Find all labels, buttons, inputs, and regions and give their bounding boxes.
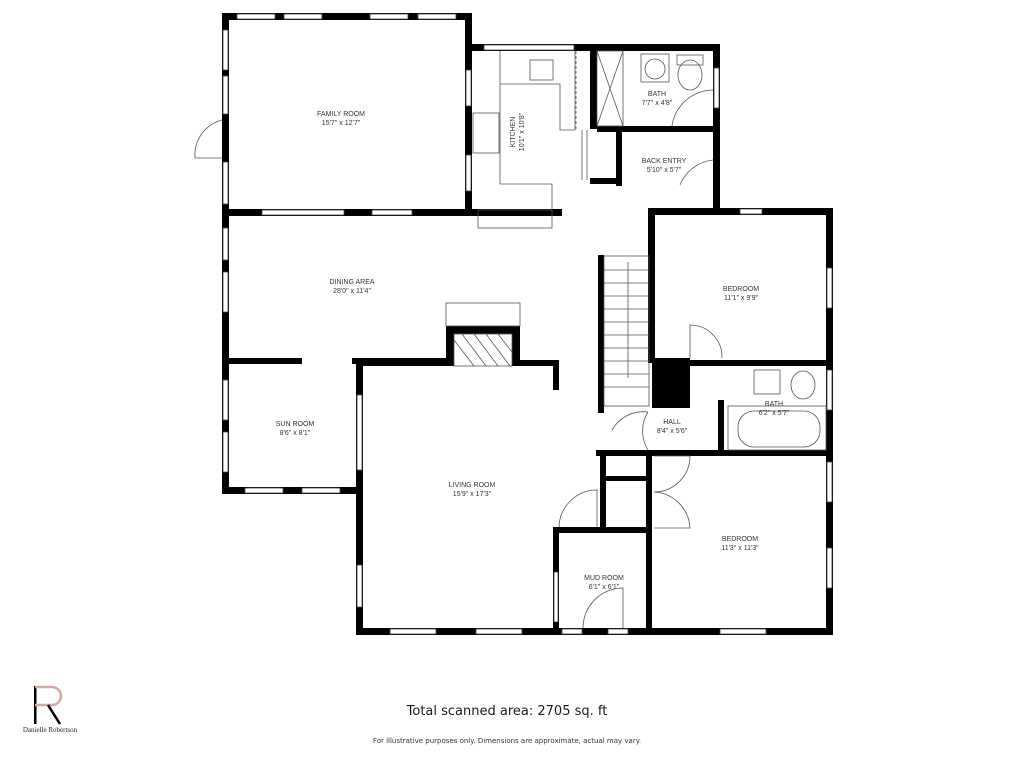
room-name: FAMILY ROOM bbox=[317, 111, 365, 118]
brand-name: Danielle Robertson bbox=[22, 726, 78, 734]
room-dims: 10'1" x 10'8" bbox=[519, 112, 526, 152]
room-bath-1: BATH 7'7" x 4'8" bbox=[642, 90, 673, 108]
room-dims: 6'2" x 5'7" bbox=[758, 410, 790, 417]
room-name: BEDROOM bbox=[722, 286, 760, 293]
room-name: BATH bbox=[764, 401, 784, 408]
room-dims: 11'1" x 9'9" bbox=[724, 295, 758, 302]
room-name: SUN ROOM bbox=[275, 421, 315, 428]
room-name: DINING AREA bbox=[329, 279, 375, 286]
room-family-room: FAMILY ROOM 15'7" x 12'7" bbox=[317, 110, 365, 128]
floor-plan bbox=[194, 13, 833, 635]
room-dims: 15'7" x 12'7" bbox=[321, 120, 361, 127]
room-mud-room: MUD ROOM 6'1" x 6'1" bbox=[584, 574, 624, 592]
brand-logo: Danielle Robertson bbox=[18, 682, 82, 742]
room-bath-2: BATH 6'2" x 5'7" bbox=[759, 400, 790, 418]
room-name: BATH bbox=[647, 91, 667, 98]
disclaimer: For illustrative purposes only. Dimensio… bbox=[372, 737, 642, 745]
room-name: BACK ENTRY bbox=[641, 158, 687, 165]
room-back-entry: BACK ENTRY 5'10" x 5'7" bbox=[642, 157, 687, 175]
room-dims: 28'0" x 11'4" bbox=[333, 288, 371, 295]
room-bedroom-1: BEDROOM 11'1" x 9'9" bbox=[723, 285, 759, 303]
room-name: MUD ROOM bbox=[584, 575, 624, 582]
room-living-room: LIVING ROOM 15'9" x 17'3" bbox=[449, 481, 496, 499]
room-dims: 5'10" x 5'7" bbox=[646, 167, 682, 174]
room-dims: 6'1" x 6'1" bbox=[588, 584, 620, 591]
room-dining-area: DINING AREA 28'0" x 11'4" bbox=[329, 278, 374, 296]
room-dims: 11'3" x 11'3" bbox=[721, 545, 759, 552]
room-name: LIVING ROOM bbox=[448, 482, 496, 489]
room-hall: HALL 8'4" x 5'6" bbox=[657, 418, 688, 436]
fixtures bbox=[194, 50, 827, 629]
room-dims: 8'4" x 5'6" bbox=[656, 428, 688, 435]
total-area: Total scanned area: 2705 sq. ft bbox=[406, 704, 608, 719]
room-dims: 7'7" x 4'8" bbox=[641, 100, 673, 107]
room-name: BEDROOM bbox=[721, 536, 759, 543]
room-name: KITCHEN bbox=[510, 116, 517, 148]
room-kitchen: KITCHEN 10'1" x 10'8" bbox=[509, 113, 527, 151]
room-bedroom-2: BEDROOM 11'3" x 11'3" bbox=[721, 535, 758, 553]
room-dims: 15'9" x 17'3" bbox=[452, 491, 492, 498]
room-dims: 8'6" x 8'1" bbox=[279, 430, 311, 437]
walls bbox=[222, 13, 833, 635]
windows bbox=[222, 13, 833, 635]
room-sun-room: SUN ROOM 8'6" x 8'1" bbox=[276, 420, 315, 438]
room-name: HALL bbox=[663, 419, 681, 426]
r-logo-icon bbox=[34, 685, 63, 725]
